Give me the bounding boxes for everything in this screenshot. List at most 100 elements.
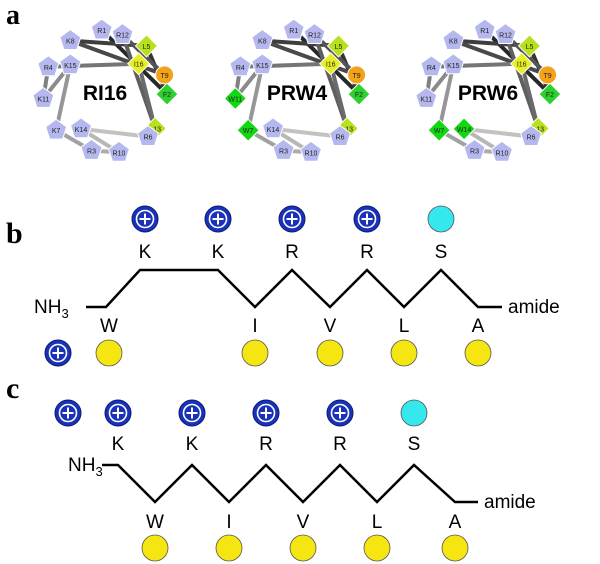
residue-marker-r6 [329,124,352,146]
positive-charge-icon [204,205,232,233]
residue-label-r4: R4 [44,65,53,72]
polar-residue-icon [400,399,428,427]
residue-label: K [139,242,152,263]
residue-marker-i16 [318,52,343,76]
residue-marker-r1 [282,18,305,40]
residue-label: A [449,512,462,533]
residue-label-r12: R12 [116,33,129,40]
residue-marker-l5 [517,34,542,58]
panel-b-label: b [6,217,23,250]
residue-label-l5: L5 [335,44,343,51]
nonpolar-residue-icon [289,534,317,562]
nonpolar-residue-icon [215,534,243,562]
positive-charge-icon [278,205,306,233]
residue-label-l5: L5 [526,44,534,51]
residue-label-i16: I16 [517,62,527,69]
wheel-name: PRW4 [267,82,328,105]
residue-label: V [324,316,337,337]
residue-label: K [186,434,199,455]
residue-label-k11: K11 [37,96,49,103]
positive-charge-icon [104,399,132,427]
residue-label-k15: K15 [447,63,460,70]
residue-marker-k8 [442,28,465,50]
panel-a-label: a [6,0,20,31]
residue-label-r12: R12 [499,33,512,40]
residue-label-k11: K11 [420,96,432,103]
nonpolar-residue-icon [441,534,469,562]
residue-label-t9: T9 [353,73,361,80]
residue-marker-r10 [490,140,513,162]
residue-label: A [472,316,485,337]
residue-label-k8: K8 [258,39,267,46]
wheel-connector [462,126,534,139]
wheel-connector [271,126,343,139]
residue-marker-k15 [59,53,82,75]
residue-label-r3: R3 [279,148,288,155]
wheel-name: PRW6 [458,82,518,105]
residue-label: I [252,316,257,337]
residue-label-r12: R12 [308,33,321,40]
c-terminus-label: amide [508,297,560,318]
residue-label: I [226,512,231,533]
residue-marker-f2 [155,82,179,106]
residue-marker-k15 [251,53,274,75]
residue-label: V [297,512,310,533]
residue-marker-r10 [107,140,130,162]
residue-label-w7: W7 [243,128,254,135]
wheel-connector [451,38,550,77]
residue-label-f2: F2 [546,92,554,99]
nonpolar-residue-icon [141,534,169,562]
residue-label-l13: L13 [341,126,353,133]
residue-label-k14: K14 [267,127,280,134]
residue-label-r10: R10 [113,150,126,157]
positive-charge-icon [54,399,82,427]
residue-marker-r3 [272,138,295,160]
residue-marker-k7 [45,118,68,140]
residue-marker-w7 [236,118,260,142]
residue-marker-r3 [80,138,103,160]
residue-marker-r6 [520,124,543,146]
backbone-line [86,268,502,309]
residue-marker-r6 [137,124,160,146]
residue-marker-w7 [427,118,451,142]
residue-label-r10: R10 [305,150,318,157]
residue-marker-r12 [303,22,326,44]
wheel-connector [260,38,359,77]
c-terminus-label: amide [484,492,536,513]
residue-label-i16: I16 [134,62,144,69]
residue-label: K [212,242,225,263]
residue-label: L [399,316,410,337]
wheel-connector [328,61,350,131]
residue-marker-r1 [90,18,113,40]
positive-charge-icon [131,205,159,233]
residue-label: R [285,242,299,263]
residue-label-f2: F2 [163,92,171,99]
residue-marker-i16 [126,52,151,76]
residue-label-k14: K14 [75,127,88,134]
residue-label: S [408,434,421,455]
residue-marker-t9 [538,65,558,85]
residue-label-r10: R10 [496,150,509,157]
wheel-connector [54,62,73,133]
backbone-line [102,463,478,504]
residue-label-t9: T9 [544,73,552,80]
residue-label-f2: F2 [355,92,363,99]
residue-marker-r10 [299,140,322,162]
residue-label: R [333,434,347,455]
residue-marker-r3 [463,138,486,160]
positive-charge-icon [326,399,354,427]
residue-marker-w14 [452,117,476,141]
residue-marker-l5 [134,34,159,58]
nonpolar-residue-icon [241,339,269,367]
residue-marker-f2 [538,82,562,106]
residue-label-r1: R1 [480,28,489,35]
residue-label-w7: W7 [434,128,445,135]
residue-label-r4: R4 [427,65,436,72]
n-terminus-label: NH3 [68,455,103,479]
